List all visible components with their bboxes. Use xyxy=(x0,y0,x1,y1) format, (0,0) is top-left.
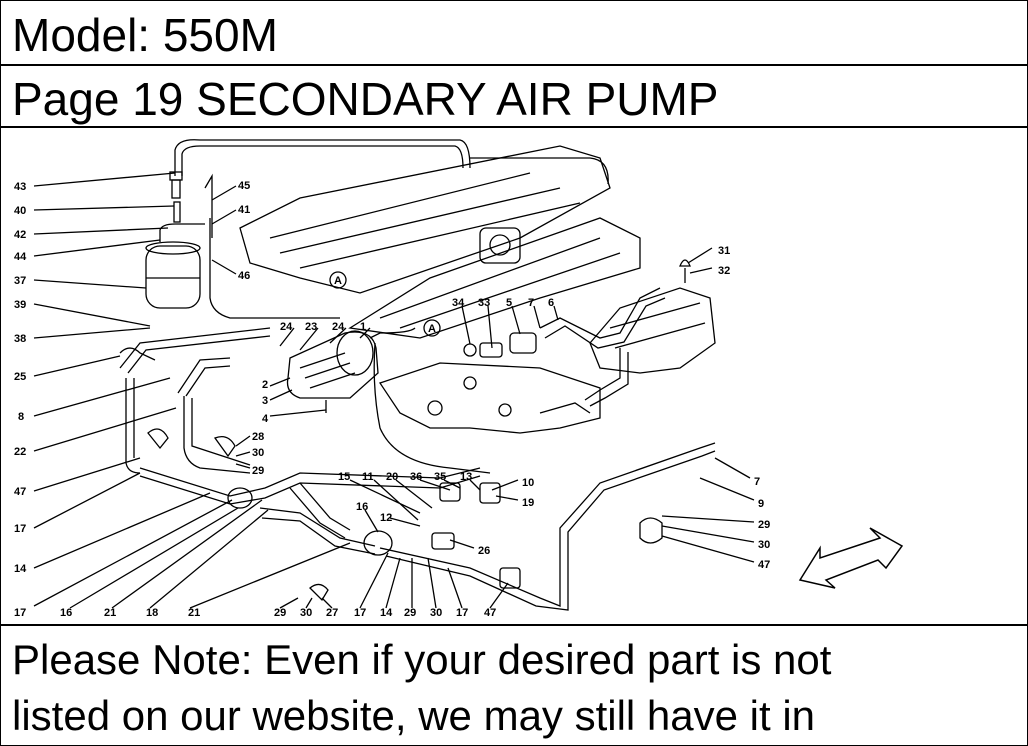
callout: 35 xyxy=(434,471,446,483)
callout: 38 xyxy=(14,333,26,345)
callout: 24 xyxy=(332,321,345,333)
callout: 47 xyxy=(758,559,770,571)
callout: 44 xyxy=(14,251,27,263)
callout: 17 xyxy=(456,607,468,619)
note-line: Please Note: Even if your desired part i… xyxy=(12,636,832,683)
callout: 7 xyxy=(754,476,760,488)
callout: 47 xyxy=(14,486,26,498)
callout: 10 xyxy=(522,477,534,489)
callout: 25 xyxy=(14,371,26,383)
callout: 14 xyxy=(14,563,27,575)
lower-callouts: 15 11 20 36 35 13 10 19 16 12 26 7 9 29 … xyxy=(274,471,770,619)
callout: 33 xyxy=(478,297,490,309)
callout: 18 xyxy=(146,607,158,619)
callout: 17 xyxy=(14,607,26,619)
callout: 3 xyxy=(262,395,268,407)
callout: 15 xyxy=(338,471,350,483)
callout: 36 xyxy=(410,471,422,483)
callout: 20 xyxy=(386,471,398,483)
page-header: Page 19 SECONDARY AIR PUMP xyxy=(0,66,1028,128)
callout: 28 xyxy=(252,431,264,443)
diagram-linework xyxy=(33,139,755,611)
left-callouts: 43 40 42 44 37 39 38 25 8 22 47 17 14 17… xyxy=(14,181,200,619)
callout: 30 xyxy=(430,607,442,619)
callout: 29 xyxy=(274,607,286,619)
center-callouts: 45 41 46 24 23 24 1 2 3 4 28 30 29 34 33… xyxy=(238,180,730,477)
exploded-parts-drawing: 43 40 42 44 37 39 38 25 8 22 47 17 14 17… xyxy=(14,139,904,619)
parts-diagram: 43 40 42 44 37 39 38 25 8 22 47 17 14 17… xyxy=(0,128,1028,626)
callout: 2 xyxy=(262,379,268,391)
direction-arrow-icon xyxy=(798,527,904,589)
reference-marker: A xyxy=(428,323,436,335)
callout: 41 xyxy=(238,204,250,216)
callout: 46 xyxy=(238,270,250,282)
callout: 29 xyxy=(404,607,416,619)
callout: 24 xyxy=(280,321,293,333)
model-header: Model: 550M xyxy=(0,0,1028,66)
callout: 11 xyxy=(362,471,374,483)
callout: 5 xyxy=(506,297,512,309)
callout: 43 xyxy=(14,181,26,193)
callout: 12 xyxy=(380,512,392,524)
callout: 21 xyxy=(104,607,116,619)
reference-marker: A xyxy=(334,275,342,287)
callout: 29 xyxy=(252,465,264,477)
callout: 31 xyxy=(718,245,730,257)
callout: 14 xyxy=(380,607,393,619)
callout: 47 xyxy=(484,607,496,619)
callout: 16 xyxy=(356,501,368,513)
callout: 42 xyxy=(14,229,26,241)
callout: 7 xyxy=(528,297,534,309)
callout: 37 xyxy=(14,275,26,287)
callout: 23 xyxy=(305,321,317,333)
callout: 30 xyxy=(252,447,264,459)
availability-note: Please Note: Even if your desired part i… xyxy=(12,632,1016,744)
callout: 40 xyxy=(14,205,26,217)
callout: 39 xyxy=(14,299,26,311)
callout: 21 xyxy=(188,607,200,619)
callout: 17 xyxy=(354,607,366,619)
callout: 6 xyxy=(548,297,554,309)
callout: 13 xyxy=(460,471,472,483)
callout: 34 xyxy=(452,297,465,309)
callout: 8 xyxy=(18,411,24,423)
callout: 27 xyxy=(326,607,338,619)
callout: 30 xyxy=(758,539,770,551)
callout: 22 xyxy=(14,446,26,458)
page-title: Page 19 SECONDARY AIR PUMP xyxy=(12,73,719,125)
callout: 32 xyxy=(718,265,730,277)
callout: 17 xyxy=(14,523,26,535)
callout: 45 xyxy=(238,180,250,192)
callout: 16 xyxy=(60,607,72,619)
callout: 1 xyxy=(360,321,366,333)
callout: 29 xyxy=(758,519,770,531)
model-title: Model: 550M xyxy=(12,9,278,61)
callout: 19 xyxy=(522,497,534,509)
callout: 26 xyxy=(478,545,490,557)
note-line: listed on our website, we may still have… xyxy=(12,692,816,739)
callout: 4 xyxy=(262,413,269,425)
callout: 30 xyxy=(300,607,312,619)
callout: 9 xyxy=(758,498,764,510)
